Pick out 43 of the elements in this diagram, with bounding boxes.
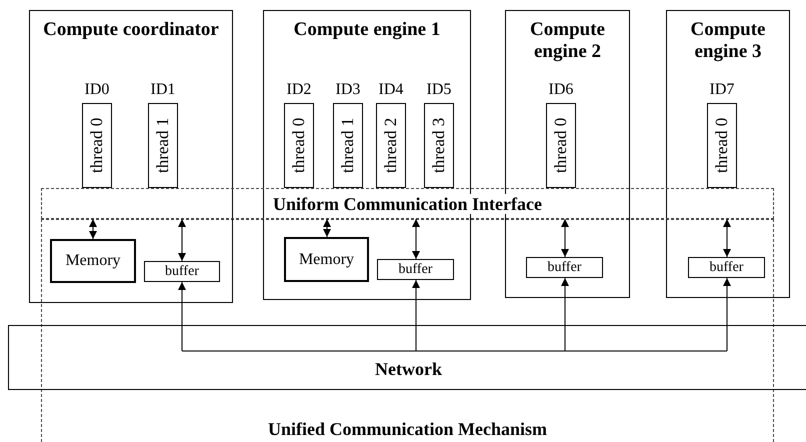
id-label: ID2 <box>286 81 312 99</box>
double-arrow <box>723 218 731 258</box>
id-label: ID1 <box>150 81 176 99</box>
band-title: Uniform Communication Interface <box>270 194 545 214</box>
double-arrow <box>89 218 97 240</box>
thread-box: thread 3 <box>424 103 454 188</box>
double-arrow <box>412 218 420 260</box>
buffer-box: buffer <box>688 257 765 278</box>
interface-band <box>41 188 774 219</box>
double-arrow <box>561 218 569 258</box>
memory-box: Memory <box>284 237 369 282</box>
compute-box <box>263 10 471 300</box>
buffer-box: buffer <box>377 259 454 280</box>
box-title: Compute engine 1 <box>292 19 442 41</box>
compute-box <box>666 10 790 298</box>
id-label: ID7 <box>708 81 736 99</box>
memory-box: Memory <box>50 239 136 283</box>
buffer-box: buffer <box>144 261 220 282</box>
box-title: Compute engine 3 <box>690 19 766 63</box>
double-arrow <box>178 218 186 262</box>
id-label: ID4 <box>378 81 404 99</box>
thread-box: thread 1 <box>148 103 178 188</box>
compute-box <box>29 10 233 303</box>
double-arrow <box>323 218 331 238</box>
id-label: ID3 <box>334 81 362 99</box>
buffer-box: buffer <box>526 257 603 278</box>
thread-box: thread 2 <box>376 103 406 188</box>
arrow <box>723 278 731 352</box>
thread-box: thread 0 <box>284 103 314 188</box>
arrow <box>178 282 186 352</box>
id-label: ID0 <box>84 81 110 99</box>
thread-box: thread 0 <box>82 103 112 188</box>
region-title: Unified Communication Mechanism <box>267 418 548 440</box>
network-box: Network <box>8 325 806 390</box>
arrow <box>561 278 569 352</box>
id-label: ID6 <box>548 81 574 99</box>
thread-box: thread 1 <box>333 103 363 188</box>
thread-box: thread 0 <box>546 103 576 188</box>
id-label: ID5 <box>426 81 452 99</box>
arrow <box>412 280 420 352</box>
thread-box: thread 0 <box>707 103 737 188</box>
box-title: Compute engine 2 <box>529 19 606 63</box>
box-title: Compute coordinator <box>42 19 220 41</box>
